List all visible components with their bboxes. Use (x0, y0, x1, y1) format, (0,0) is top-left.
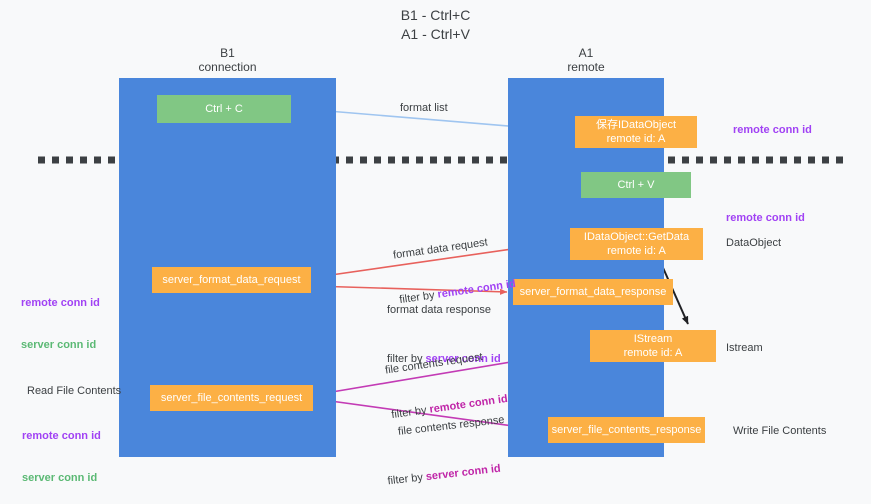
edge-label-file-contents-response: file contents response filter by server … (378, 383, 512, 504)
annotation-remote-conn-id-middle: remote conn id (21, 297, 100, 309)
node-server-file-contents-response[interactable]: server_file_contents_response (548, 417, 705, 443)
node-ctrl-c[interactable]: Ctrl + C (157, 95, 291, 123)
edge-label-filter-prefix: filter by (386, 471, 427, 488)
edge-label-file-contents-response-line2: filter by server conn id (387, 461, 511, 490)
edge-label-filter-key-server-conn-id: server conn id (425, 353, 501, 365)
annotation-remote-conn-id-top: remote conn id (733, 124, 812, 136)
edge-label-format-data-response: format data response filter by server co… (387, 273, 501, 382)
annotation-istream: Istream (726, 342, 763, 354)
edge-format-data-response (312, 285, 508, 295)
node-istream[interactable]: IStream remote id: A (590, 330, 716, 362)
node-idataobject-getdata[interactable]: IDataObject::GetData remote id: A (570, 228, 703, 260)
node-ctrl-v[interactable]: Ctrl + V (581, 172, 691, 198)
lane-a1-header: A1 remote (567, 46, 605, 74)
annotation-write-file-contents: Write File Contents (733, 425, 827, 437)
lane-b1-header: B1 connection (198, 46, 257, 74)
edge-label-format-data-request-line1: format data request (392, 236, 489, 262)
annotation-conn-ids-bottom: remote conn id server conn id (22, 401, 101, 499)
edge-file-contents-response (315, 398, 543, 433)
edge-label-file-contents-response-line1: file contents response (397, 413, 506, 438)
node-save-idataobject[interactable]: 保存IDataObject remote id: A (575, 116, 697, 148)
edge-label-filter-key-server-conn-id: server conn id (425, 462, 502, 484)
edge-label-file-contents-request-line1: file contents request (384, 350, 484, 377)
edge-label-filter-prefix: filter by (387, 353, 426, 365)
annotation-remote-conn-id-mid: remote conn id (726, 212, 805, 224)
node-server-format-data-response[interactable]: server_format_data_response (513, 279, 673, 305)
annotation-remote-conn-id-bottom: remote conn id (22, 430, 101, 442)
annotation-conn-ids-middle: remote conn id server conn id (21, 268, 100, 366)
annotation-dataobject: DataObject (726, 237, 782, 249)
annotation-server-conn-id-middle: server conn id (21, 339, 97, 351)
edge-getdata-istream (659, 260, 689, 325)
annotation-read-file-contents: Read File Contents (27, 385, 122, 397)
annotation-server-conn-id-bottom: server conn id (22, 472, 98, 484)
node-server-format-data-request[interactable]: server_format_data_request (152, 267, 311, 293)
node-server-file-contents-request[interactable]: server_file_contents_request (150, 385, 313, 411)
edge-label-format-data-response-line1: format data response (387, 304, 491, 316)
page-title: B1 - Ctrl+C A1 - Ctrl+V (400, 7, 471, 42)
edge-label-format-list: format list (400, 102, 448, 114)
edge-label-format-data-response-line2: filter by server conn id (387, 352, 501, 367)
